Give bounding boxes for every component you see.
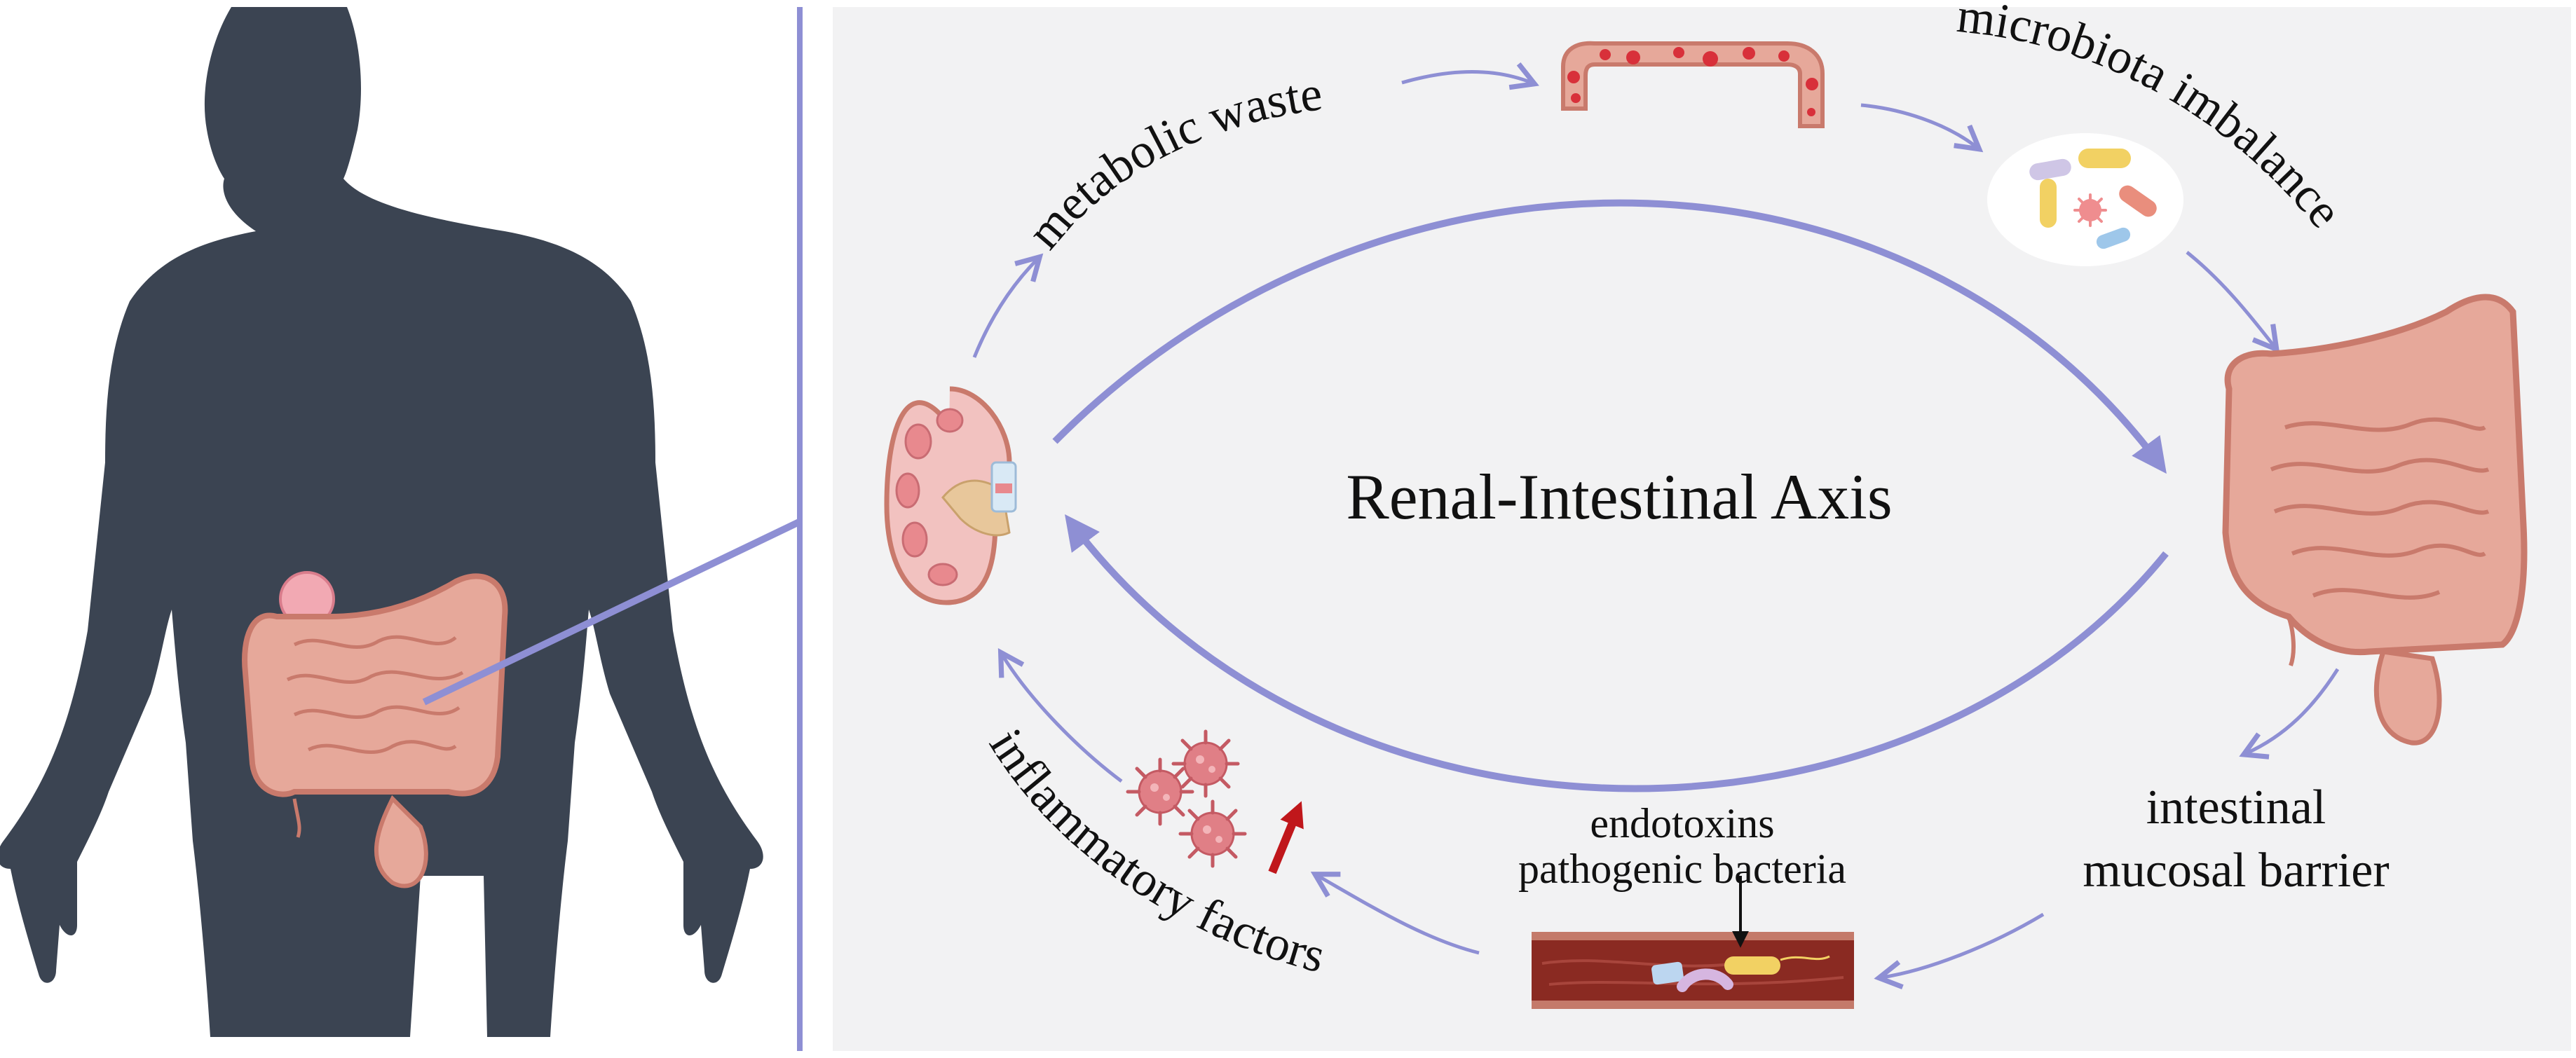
human-silhouette-icon [0,7,763,1037]
arrow-colon-to-microbiota [1860,103,1984,153]
increase-arrow-icon [1268,801,1304,874]
inflamed-colon-icon [1561,41,1825,128]
arrow-waste-to-colon [1401,62,1539,90]
arrow-barrier-to-vessel [1874,912,2045,990]
arrow-vessel-to-inflammation [1310,872,1480,955]
intestine-icon [242,571,508,888]
arrow-intestine-to-barrier [2239,668,2340,760]
cycle-arrow-top [1052,199,2167,474]
center-title: Renal-Intestinal Axis [1346,461,1892,533]
label-intestinal: intestinal [2146,781,2326,834]
bacteria-cluster-icon [1987,133,2183,266]
label-mucosal-barrier: mucosal barrier [2083,844,2389,898]
arrow-inflammation-to-kidney [997,647,1123,783]
arrow-kidney-to-waste [972,253,1044,358]
blood-vessel-icon [1532,932,1854,1009]
kidney-icon [884,386,1017,605]
label-pathogenic-bacteria: pathogenic bacteria [1518,846,1846,892]
large-intestine-icon [2222,294,2528,746]
arrow-microbiota-to-intestine [2186,251,2280,354]
connector-line [422,518,801,706]
cycle-arrow-bottom [1065,514,2169,792]
label-endotoxins: endotoxins [1590,800,1774,846]
